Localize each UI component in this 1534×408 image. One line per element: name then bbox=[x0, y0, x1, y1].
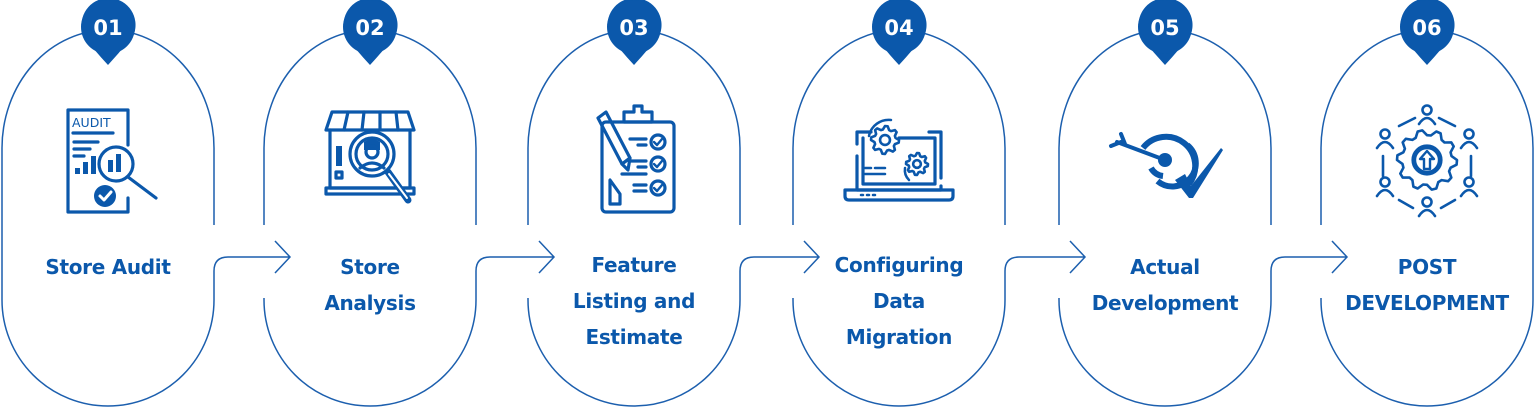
audit-icon-text: AUDIT bbox=[72, 115, 111, 130]
stage-label-line: Analysis bbox=[324, 291, 415, 315]
gear-icon bbox=[869, 124, 901, 156]
step-number: 06 bbox=[1412, 16, 1441, 40]
stage-label-line: Actual bbox=[1130, 255, 1200, 279]
audit-report-icon: AUDIT bbox=[66, 108, 158, 214]
laptop-gears-icon bbox=[843, 118, 955, 202]
stage-label-line: POST bbox=[1398, 255, 1457, 279]
connector-arrow bbox=[1004, 240, 1087, 300]
connector-arrow bbox=[1270, 240, 1349, 300]
stage-outline bbox=[263, 29, 477, 407]
step-badge: 04 bbox=[872, 0, 927, 65]
team-gear-icon bbox=[1375, 104, 1479, 218]
step-number: 02 bbox=[355, 16, 384, 40]
stage-label-line: Store bbox=[340, 255, 400, 279]
store-search-icon bbox=[324, 110, 416, 204]
stage-label-line: Listing and bbox=[573, 289, 695, 313]
step-badge: 03 bbox=[607, 0, 662, 65]
stage-label-line: Migration bbox=[846, 325, 952, 349]
step-badge: 02 bbox=[343, 0, 398, 65]
connector-arrow bbox=[739, 240, 821, 300]
stage-label-line: Development bbox=[1092, 291, 1239, 315]
target-check-icon bbox=[1109, 132, 1223, 198]
stage-outline bbox=[1320, 29, 1534, 407]
gear-icon bbox=[1395, 129, 1459, 191]
stage-label-line: Feature bbox=[591, 253, 676, 277]
stage-outline bbox=[1, 29, 215, 407]
stage-label-line: Store Audit bbox=[45, 255, 171, 279]
step-number: 01 bbox=[93, 16, 122, 40]
stage-label-line: DEVELOPMENT bbox=[1345, 291, 1509, 315]
stage-label-line: Estimate bbox=[585, 325, 682, 349]
gear-icon bbox=[904, 151, 930, 177]
stage-outline bbox=[1058, 29, 1272, 407]
step-number: 04 bbox=[884, 16, 913, 40]
connector-arrow bbox=[475, 240, 556, 300]
step-number: 03 bbox=[619, 16, 648, 40]
stage-outline bbox=[527, 29, 741, 407]
stage-label-line: Configuring bbox=[835, 253, 964, 277]
step-badge: 05 bbox=[1138, 0, 1193, 65]
step-number: 05 bbox=[1150, 16, 1179, 40]
stage-outline bbox=[792, 29, 1006, 407]
stage-label-line: Data bbox=[873, 289, 925, 313]
step-badge: 01 bbox=[81, 0, 136, 65]
clipboard-checklist-icon bbox=[596, 104, 676, 214]
step-badge: 06 bbox=[1400, 0, 1455, 65]
connector-arrow bbox=[213, 240, 292, 300]
